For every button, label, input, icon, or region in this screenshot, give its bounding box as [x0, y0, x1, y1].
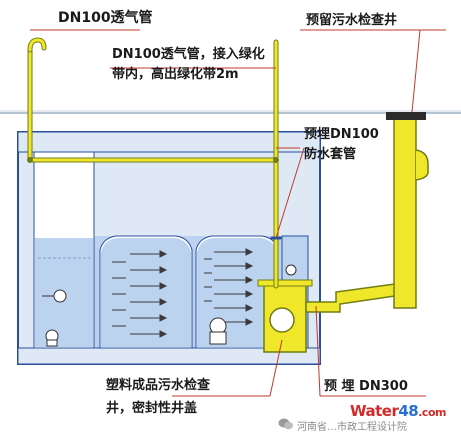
label-waterproof-sleeve-line2: 防水套管: [304, 147, 357, 162]
pump-right: [209, 264, 297, 345]
logo-suffix: .com: [418, 406, 446, 419]
label-vent-pipe: DN100透气管: [58, 10, 153, 26]
septic-tank: [17, 131, 321, 365]
logo-water: Water: [350, 402, 399, 420]
aerator-left: [42, 289, 67, 347]
tank-floor: [17, 347, 321, 365]
filter-media-middle: [112, 250, 168, 338]
leader-lines: [30, 29, 446, 397]
label-embedded-pipe: 预 埋 DN300: [324, 379, 408, 394]
chamber-middle-water: [101, 238, 191, 347]
label-plastic-manhole-line2: 井，密封性井盖: [106, 401, 198, 416]
wechat-icon: [278, 418, 293, 430]
reserved-manhole: [386, 112, 429, 309]
watermark-logo: Water48.com: [350, 402, 446, 420]
label-reserved-manhole: 预留污水检查井: [306, 13, 398, 28]
label-plastic-manhole-line1: 塑料成品污水检查: [106, 378, 211, 393]
logo-num: 48: [398, 402, 419, 420]
watermark-org: 河南省…市政工程设计院: [297, 422, 407, 433]
label-waterproof-sleeve-line1: 预埋DN100: [304, 127, 379, 142]
tank-top-slab: [17, 131, 321, 153]
label-vent-pipe-note-line1: DN100透气管，接入绿化: [112, 47, 265, 62]
vent-pipes: [27, 37, 282, 289]
plastic-manhole: [257, 279, 313, 353]
label-vent-pipe-note-line2: 带内，高出绿化带2m: [112, 67, 239, 82]
